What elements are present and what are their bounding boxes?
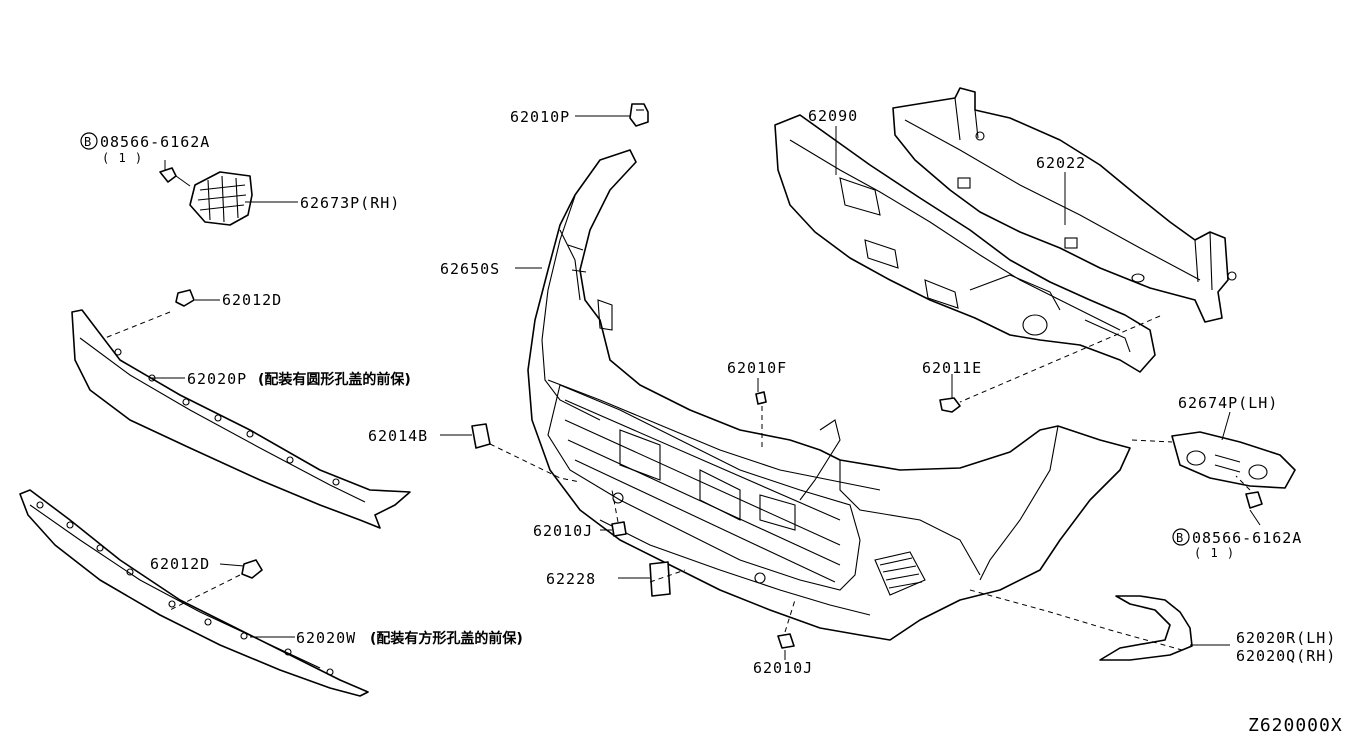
label-62228[interactable]: 62228 (546, 570, 596, 588)
label-bracket-lh[interactable]: 62674P(LH) (1178, 394, 1278, 412)
label-bolt-right[interactable]: 08566-6162A (1192, 529, 1302, 547)
bolt-marker-right: B (1172, 528, 1190, 546)
label-clip-62010j-left[interactable]: 62010J (533, 522, 593, 540)
label-clip-62010j-bottom[interactable]: 62010J (753, 659, 813, 677)
clip-62012d-bottom-part[interactable] (241, 559, 263, 579)
label-absorber[interactable]: 62090 (808, 107, 858, 125)
bolt-marker-top: B (80, 132, 98, 150)
bracket-62014b-part[interactable] (471, 423, 491, 449)
label-clip-62012d-bottom[interactable]: 62012D (150, 555, 210, 573)
label-clip-62010f[interactable]: 62010F (727, 359, 787, 377)
label-bolt-top[interactable]: 08566-6162A (100, 133, 210, 151)
clip-62010f-part[interactable] (755, 391, 767, 405)
clip-62011e-part[interactable] (939, 397, 961, 413)
reinforcement-part[interactable] (892, 87, 1237, 323)
label-reinforcement[interactable]: 62022 (1036, 154, 1086, 172)
label-cover-p-note: (配装有圆形孔盖的前保) (258, 371, 411, 388)
label-cover-p[interactable]: 62020P (187, 370, 247, 388)
label-clip-62011e[interactable]: 62011E (922, 359, 982, 377)
label-bolt-right-qty: ( 1 ) (1194, 546, 1235, 560)
bracket-rh-part[interactable] (159, 167, 253, 226)
clip-62010j-left-part[interactable] (611, 521, 627, 537)
label-bracket-62014b[interactable]: 62014B (368, 427, 428, 445)
side-cover-rq-part[interactable] (1099, 595, 1193, 661)
bracket-lh-part[interactable] (1171, 431, 1296, 509)
label-cover-w[interactable]: 62020W (296, 629, 356, 647)
label-cover-r-lh[interactable]: 62020R(LH) (1236, 629, 1336, 647)
label-bracket-rh[interactable]: 62673P(RH) (300, 194, 400, 212)
label-clip-62012d-top[interactable]: 62012D (222, 291, 282, 309)
diagram-code: Z620000X (1248, 715, 1343, 736)
clip-62010p-part[interactable] (629, 103, 649, 127)
bumper-fascia-part[interactable] (527, 149, 1131, 641)
lower-cover-w-part[interactable] (19, 489, 369, 697)
energy-absorber-part[interactable] (774, 114, 1156, 373)
lower-cover-p-part[interactable] (71, 309, 411, 529)
label-cover-q-rh[interactable]: 62020Q(RH) (1236, 647, 1336, 665)
label-bolt-top-qty: ( 1 ) (102, 151, 143, 165)
svg-text:B: B (1176, 531, 1184, 545)
label-cover-w-note: (配装有方形孔盖的前保) (370, 630, 523, 647)
label-clip-62010p[interactable]: 62010P (510, 108, 570, 126)
label-fascia[interactable]: 62650S (440, 260, 500, 278)
clip-62010j-bottom-part[interactable] (777, 633, 795, 649)
clip-62012d-top-part[interactable] (175, 289, 195, 307)
svg-text:B: B (84, 135, 92, 149)
